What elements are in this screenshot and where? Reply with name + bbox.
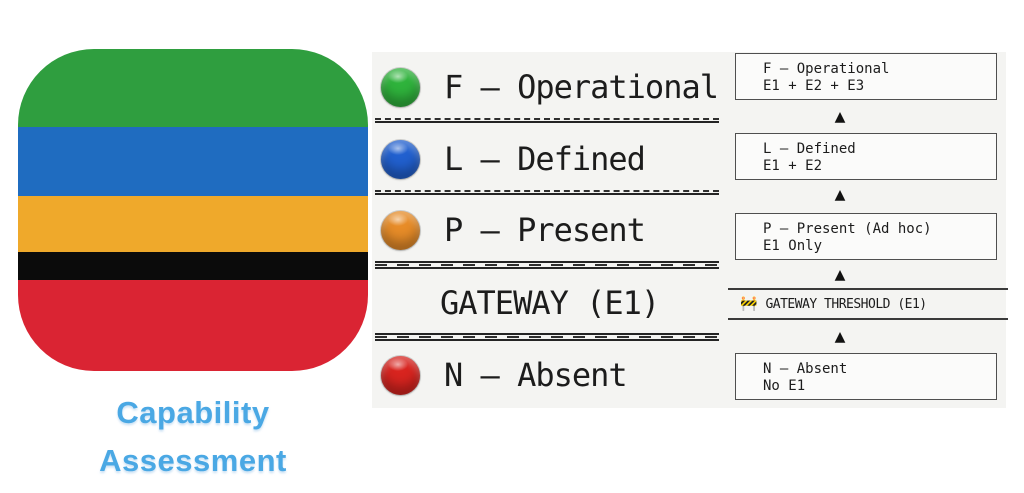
- box-subtitle: E1 Only: [763, 238, 823, 254]
- icon-stripe-red: [18, 280, 368, 371]
- legend-divider: [375, 190, 719, 195]
- icon-stripe-black: [18, 251, 368, 281]
- ladder-box-defined: L — Defined E1 + E2: [735, 133, 997, 180]
- caption-line-2: Assessment: [99, 443, 287, 478]
- box-title: F — Operational: [763, 61, 890, 77]
- legend-label-defined: L — Defined: [444, 140, 646, 178]
- icon-stripe-green: [18, 49, 368, 128]
- capability-app-icon: [18, 49, 368, 371]
- construction-barrier-icon: 🚧: [740, 296, 758, 312]
- up-arrow-icon: ▲: [834, 109, 846, 125]
- orange-dot-icon: [381, 210, 420, 250]
- box-subtitle: E1 + E2 + E3: [763, 78, 865, 94]
- ladder-box-operational: F — Operational E1 + E2 + E3: [735, 53, 997, 100]
- up-arrow-icon: ▲: [834, 329, 846, 345]
- ladder-box-absent: N — Absent No E1: [735, 353, 997, 400]
- caption-line-1: Capability: [116, 395, 270, 430]
- legend-row-present: P — Present: [372, 194, 646, 266]
- icon-stripe-orange: [18, 196, 368, 252]
- gateway-divider-bottom: [375, 333, 719, 341]
- legend-label-present: P — Present: [444, 211, 646, 249]
- red-dot-icon: [381, 355, 420, 395]
- legend-row-gateway: GATEWAY (E1): [372, 267, 660, 339]
- ladder-box-present: P — Present (Ad hoc) E1 Only: [735, 213, 997, 260]
- box-title: N — Absent: [763, 361, 848, 377]
- legend-panel: F — Operational L — Defined P — Present …: [372, 51, 1008, 411]
- gateway-threshold-band: 🚧 GATEWAY THRESHOLD (E1): [728, 288, 1008, 320]
- blue-dot-icon: [381, 139, 420, 179]
- box-subtitle: E1 + E2: [763, 158, 823, 174]
- legend-row-defined: L — Defined: [372, 123, 646, 195]
- legend-row-absent: N — Absent: [372, 339, 628, 411]
- figure-caption: Capability Assessment: [8, 389, 378, 485]
- green-dot-icon: [381, 67, 420, 107]
- gateway-threshold-label: GATEWAY THRESHOLD (E1): [765, 296, 927, 312]
- up-arrow-icon: ▲: [834, 187, 846, 203]
- icon-stripe-blue: [18, 127, 368, 197]
- box-title: L — Defined: [763, 141, 856, 157]
- legend-label-operational: F — Operational: [444, 68, 719, 106]
- up-arrow-icon: ▲: [834, 267, 846, 283]
- legend-row-operational: F — Operational: [372, 51, 719, 123]
- gateway-divider-top: [375, 261, 719, 269]
- legend-divider: [375, 118, 719, 123]
- box-title: P — Present (Ad hoc): [763, 221, 932, 237]
- legend-label-absent: N — Absent: [444, 356, 628, 394]
- legend-label-gateway: GATEWAY (E1): [440, 284, 660, 322]
- box-subtitle: No E1: [763, 378, 806, 394]
